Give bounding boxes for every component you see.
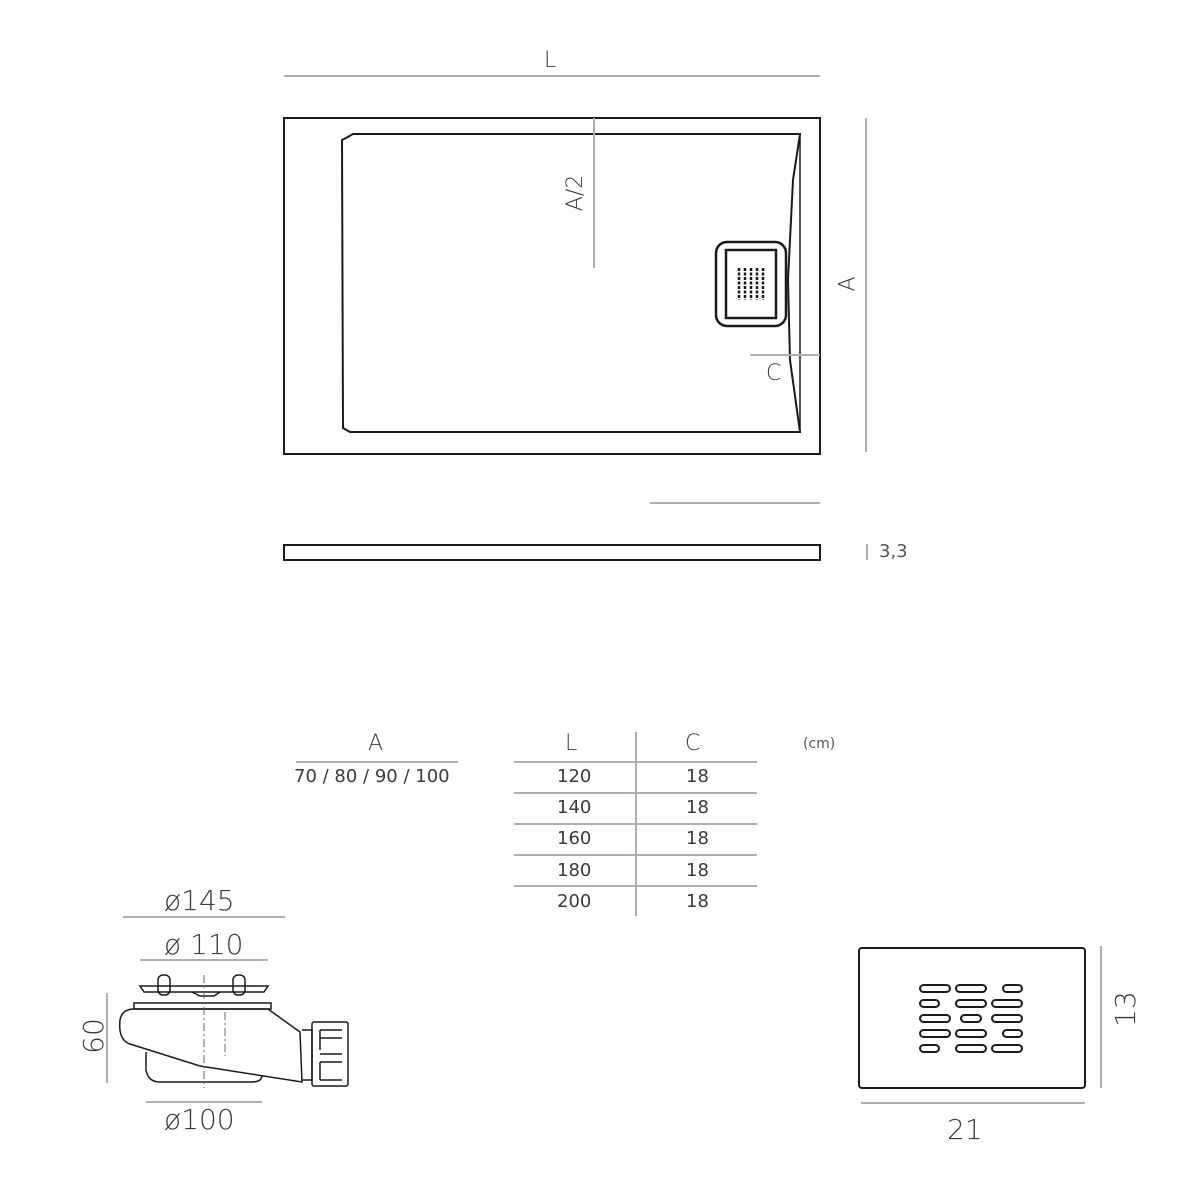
siphon-bottom-diameter-label: ø100 bbox=[164, 1103, 235, 1136]
thickness-label: 3,3 bbox=[879, 541, 908, 562]
table-row: 180 bbox=[557, 860, 592, 881]
table-row: 18 bbox=[686, 860, 709, 881]
grate-outline bbox=[858, 947, 1086, 1089]
length-label: L bbox=[544, 48, 557, 73]
unit-label: (cm) bbox=[803, 736, 836, 752]
table-row: 140 bbox=[557, 797, 592, 818]
half-width-label: A/2 bbox=[563, 174, 589, 212]
width-label: A bbox=[835, 276, 861, 292]
siphon-icon bbox=[118, 974, 349, 1087]
table-row: 120 bbox=[557, 766, 592, 787]
table-header-l: L bbox=[565, 731, 578, 756]
grate-width-label: 21 bbox=[947, 1113, 983, 1146]
table-row: 18 bbox=[686, 797, 709, 818]
drain-icon bbox=[714, 240, 788, 328]
table-header-c: C bbox=[685, 731, 701, 756]
grate-slots-icon bbox=[919, 984, 1023, 1053]
siphon-outer-diameter-label: ø145 bbox=[164, 884, 235, 917]
table-row: 18 bbox=[686, 766, 709, 787]
tray-inner-basin bbox=[340, 133, 802, 433]
table-width-header: A bbox=[368, 731, 384, 756]
drain-offset-label: C bbox=[766, 361, 782, 386]
tray-outline bbox=[283, 117, 821, 455]
table-row: 160 bbox=[557, 828, 592, 849]
grate-height-label: 13 bbox=[1108, 991, 1142, 1027]
tray-side-profile bbox=[283, 544, 821, 561]
table-row: 18 bbox=[686, 891, 709, 912]
siphon-inner-diameter-label: ø 110 bbox=[164, 928, 244, 961]
table-row: 18 bbox=[686, 828, 709, 849]
table-row: 200 bbox=[557, 891, 592, 912]
siphon-height-label: 60 bbox=[76, 1018, 110, 1054]
table-width-values: 70 / 80 / 90 / 100 bbox=[294, 766, 450, 787]
